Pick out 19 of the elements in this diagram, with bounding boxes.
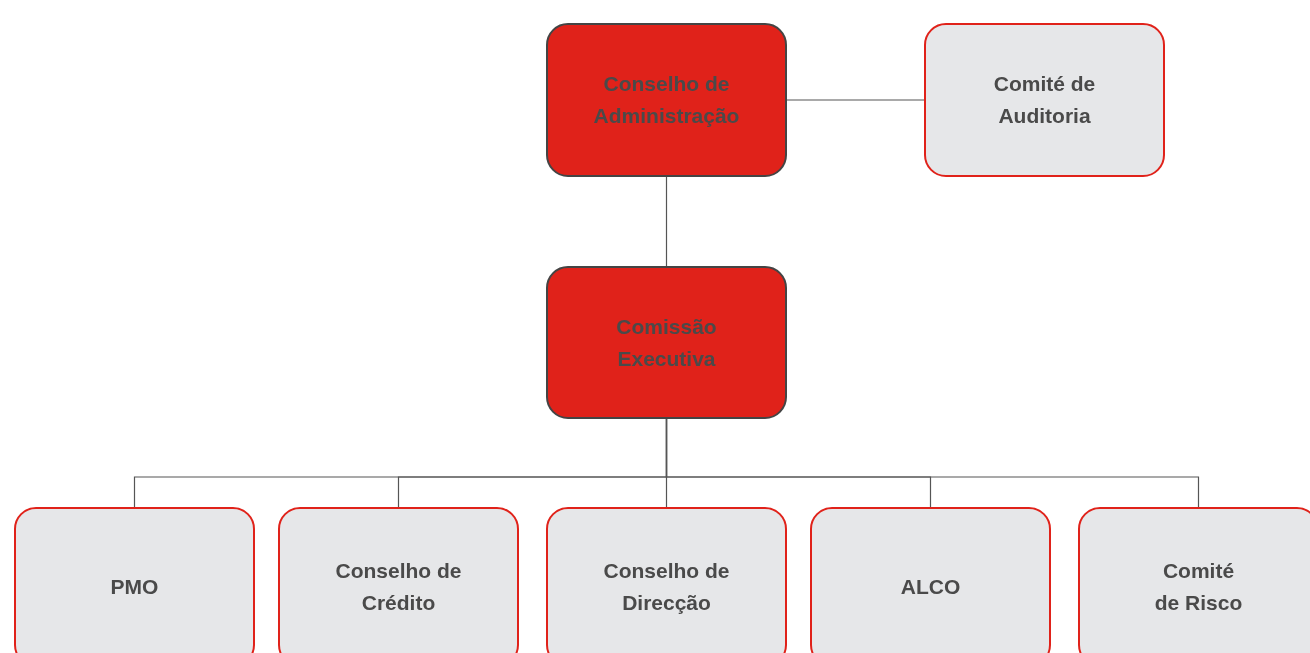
- box-label: Conselho de Direcção: [602, 558, 731, 616]
- committee-box: [14, 507, 255, 653]
- connector-line: [786, 99, 925, 101]
- committee-box: [1078, 507, 1310, 653]
- leadership-box: [546, 23, 787, 177]
- box-label: Comité de Auditoria: [992, 71, 1097, 129]
- box-label: Comissão Executiva: [615, 313, 718, 372]
- committee-box: [810, 507, 1051, 653]
- connector-line: [665, 176, 668, 267]
- committee-box: [278, 507, 519, 653]
- box-label: PMO: [109, 574, 160, 600]
- committee-box: [924, 23, 1165, 177]
- box-label: Comité de Risco: [1153, 558, 1244, 616]
- leadership-box: [546, 266, 787, 419]
- box-label: Conselho de Crédito: [334, 558, 463, 616]
- box-label: ALCO: [899, 574, 962, 600]
- connector-line: [665, 418, 1200, 508]
- committee-box: [546, 507, 787, 653]
- box-label: Conselho de Administração: [592, 71, 741, 129]
